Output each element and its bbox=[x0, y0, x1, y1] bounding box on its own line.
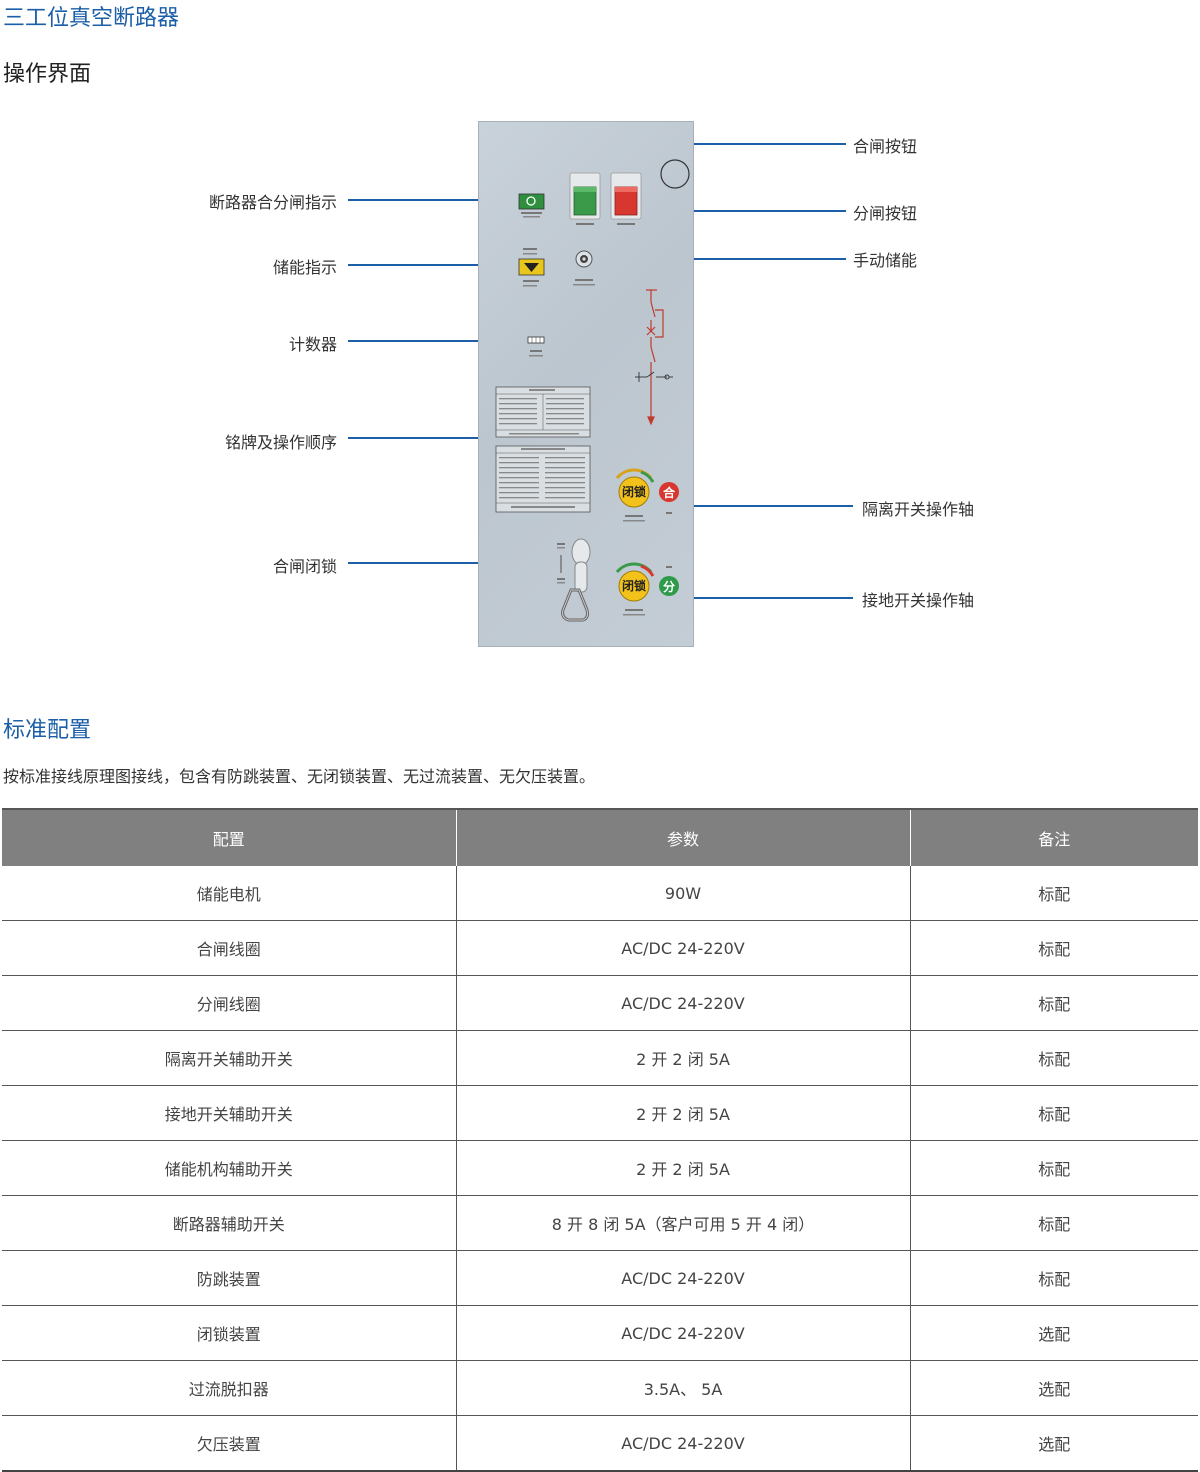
table-row: 防跳装置 AC/DC 24-220V 标配 bbox=[2, 1250, 1198, 1306]
page-title: 三工位真空断路器 bbox=[3, 6, 180, 31]
table-row: 闭锁装置 AC/DC 24-220V 选配 bbox=[2, 1305, 1198, 1361]
cell-config: 闭锁装置 bbox=[2, 1305, 456, 1361]
isolator-close-mark: 合 bbox=[662, 486, 675, 500]
section-title: 标准配置 bbox=[3, 718, 92, 743]
cell-param: AC/DC 24-220V bbox=[455, 920, 910, 976]
cell-note: 标配 bbox=[909, 920, 1198, 976]
panel-hole bbox=[660, 159, 690, 189]
isolator-lock-label: 闭锁 bbox=[621, 485, 646, 499]
cell-param: AC/DC 24-220V bbox=[455, 975, 910, 1031]
operating-panel: 闭锁 合 闭锁 分 bbox=[478, 121, 694, 647]
label-closing-lock: 合闸闭锁 bbox=[272, 557, 337, 576]
cell-config: 过流脱扣器 bbox=[2, 1360, 456, 1416]
cell-note: 标配 bbox=[909, 1085, 1198, 1141]
label-manual-charge: 手动储能 bbox=[853, 251, 918, 270]
cell-note: 标配 bbox=[909, 1250, 1198, 1306]
table-header-row: 配置 参数 备注 bbox=[2, 808, 1198, 866]
config-table: 配置 参数 备注 储能电机 90W 标配 合闸线圈 AC/DC 24-220V … bbox=[2, 808, 1198, 1472]
product-nameplate bbox=[495, 445, 591, 513]
mimic-diagram bbox=[646, 289, 664, 426]
cell-param: AC/DC 24-220V bbox=[455, 1305, 910, 1361]
header-param: 参数 bbox=[455, 808, 910, 866]
cell-note: 标配 bbox=[909, 975, 1198, 1031]
closing-lock-handle bbox=[571, 538, 591, 566]
table-row: 隔离开关辅助开关 2 开 2 闭 5A 标配 bbox=[2, 1030, 1198, 1086]
cell-config: 合闸线圈 bbox=[2, 920, 456, 976]
cell-config: 断路器辅助开关 bbox=[2, 1195, 456, 1251]
closing-lock-group bbox=[557, 538, 591, 622]
cell-note: 选配 bbox=[909, 1360, 1198, 1416]
cell-note: 标配 bbox=[909, 1140, 1198, 1196]
label-nameplate: 铭牌及操作顺序 bbox=[224, 433, 337, 452]
cell-config: 接地开关辅助开关 bbox=[2, 1085, 456, 1141]
operation-instructions-plate bbox=[495, 386, 591, 438]
label-earth-shaft: 接地开关操作轴 bbox=[862, 591, 975, 610]
table-row: 欠压装置 AC/DC 24-220V 选配 bbox=[2, 1415, 1198, 1472]
earth-open-mark: 分 bbox=[662, 580, 675, 594]
cell-config: 隔离开关辅助开关 bbox=[2, 1030, 456, 1086]
earth-open-badge bbox=[659, 576, 679, 596]
label-isolator-shaft: 隔离开关操作轴 bbox=[862, 500, 975, 519]
cell-param: 90W bbox=[455, 866, 910, 921]
table-row: 储能电机 90W 标配 bbox=[2, 866, 1198, 921]
cell-note: 标配 bbox=[909, 1030, 1198, 1086]
cell-config: 欠压装置 bbox=[2, 1415, 456, 1472]
earth-shaft-group bbox=[615, 562, 679, 616]
cell-param: 2 开 2 闭 5A bbox=[455, 1085, 910, 1141]
table-row: 储能机构辅助开关 2 开 2 闭 5A 标配 bbox=[2, 1140, 1198, 1196]
cell-config: 储能机构辅助开关 bbox=[2, 1140, 456, 1196]
cell-param: 2 开 2 闭 5A bbox=[455, 1030, 910, 1086]
panel-drawing bbox=[495, 159, 690, 622]
earth-lock-label: 闭锁 bbox=[621, 579, 646, 593]
carabiner bbox=[561, 588, 589, 622]
table-row: 合闸线圈 AC/DC 24-220V 标配 bbox=[2, 920, 1198, 976]
label-open-button: 分闸按钮 bbox=[853, 204, 918, 223]
isolator-lock-knob bbox=[618, 476, 650, 508]
table-row: 接地开关辅助开关 2 开 2 闭 5A 标配 bbox=[2, 1085, 1198, 1141]
label-close-button: 合闸按钮 bbox=[853, 137, 918, 156]
header-note: 备注 bbox=[909, 808, 1198, 866]
table-row: 过流脱扣器 3.5A、 5A 选配 bbox=[2, 1360, 1198, 1416]
cell-param: 2 开 2 闭 5A bbox=[455, 1140, 910, 1196]
table-row: 断路器辅助开关 8 开 8 闭 5A（客户可用 5 开 4 闭） 标配 bbox=[2, 1195, 1198, 1251]
cell-note: 选配 bbox=[909, 1305, 1198, 1361]
section-description: 按标准接线原理图接线，包含有防跳装置、无闭锁装置、无过流装置、无欠压装置。 bbox=[3, 767, 596, 786]
label-energy-indicator: 储能指示 bbox=[272, 258, 337, 277]
cell-config: 储能电机 bbox=[2, 866, 456, 921]
header-config: 配置 bbox=[2, 808, 456, 866]
label-breaker-indicator: 断路器合分闸指示 bbox=[208, 193, 337, 212]
cell-param: 3.5A、 5A bbox=[455, 1360, 910, 1416]
table-row: 分闸线圈 AC/DC 24-220V 标配 bbox=[2, 975, 1198, 1031]
cell-param: AC/DC 24-220V bbox=[455, 1250, 910, 1306]
cell-param: 8 开 8 闭 5A（客户可用 5 开 4 闭） bbox=[455, 1195, 910, 1251]
cell-config: 防跳装置 bbox=[2, 1250, 456, 1306]
cell-param: AC/DC 24-220V bbox=[455, 1415, 910, 1472]
cell-note: 选配 bbox=[909, 1415, 1198, 1472]
cell-note: 标配 bbox=[909, 1195, 1198, 1251]
label-counter: 计数器 bbox=[288, 335, 337, 354]
page-subtitle: 操作界面 bbox=[3, 62, 92, 87]
cell-note: 标配 bbox=[909, 866, 1198, 921]
earth-lock-knob bbox=[618, 570, 650, 602]
isolator-close-badge bbox=[659, 482, 679, 502]
cell-config: 分闸线圈 bbox=[2, 975, 456, 1031]
isolator-shaft-group bbox=[615, 468, 679, 522]
breaker-indicator-window bbox=[518, 193, 545, 210]
